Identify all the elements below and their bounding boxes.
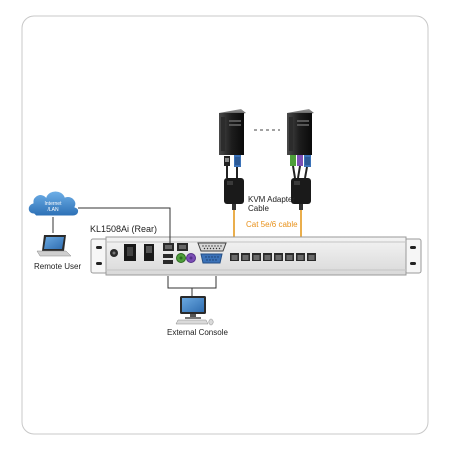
laptop-icon bbox=[36, 235, 72, 257]
device-label: KL1508Ai (Rear) bbox=[90, 224, 158, 234]
rj45-port-socket bbox=[264, 255, 271, 260]
cable-label: Cat 5e/6 cable bbox=[246, 220, 298, 229]
mouse-icon bbox=[208, 318, 214, 326]
vga-connector-right-icon bbox=[304, 155, 311, 179]
rj45-port-socket bbox=[231, 255, 238, 260]
rj45-port-socket bbox=[308, 255, 315, 260]
cloud-icon bbox=[27, 190, 80, 217]
frame-border bbox=[21, 15, 429, 435]
computer-tower-right-icon bbox=[287, 109, 314, 155]
device-to-console-line bbox=[167, 276, 217, 296]
rj45-port-socket bbox=[297, 255, 304, 260]
kvm-adapter-right-icon bbox=[291, 178, 311, 210]
rj45-port-socket bbox=[242, 255, 249, 260]
cloud-to-device-line bbox=[78, 207, 171, 243]
vga-connector-left-icon bbox=[234, 155, 241, 178]
kvm-switch-rear-icon bbox=[90, 236, 422, 276]
computer-tower-left-icon bbox=[219, 109, 246, 155]
adapter-label-line2: Cable bbox=[248, 204, 269, 213]
monitor-icon bbox=[180, 296, 206, 319]
rj45-port-socket bbox=[275, 255, 282, 260]
external-console-label: External Console bbox=[167, 328, 228, 337]
ps2-connectors-right-icon bbox=[290, 155, 303, 179]
kvm-adapter-left-icon bbox=[224, 178, 244, 210]
kvm-ports-group bbox=[230, 253, 316, 261]
cloud-label-line2: /LAN bbox=[47, 207, 59, 213]
cloud-label-line1: Internet bbox=[45, 201, 63, 207]
remote-user-label: Remote User bbox=[34, 262, 82, 271]
adapter-label-line1: KVM Adapter bbox=[248, 195, 296, 204]
keyboard-icon bbox=[175, 319, 209, 325]
usb-connector-left-icon bbox=[224, 156, 230, 178]
rj45-port-socket bbox=[286, 255, 293, 260]
rj45-port-socket bbox=[253, 255, 260, 260]
